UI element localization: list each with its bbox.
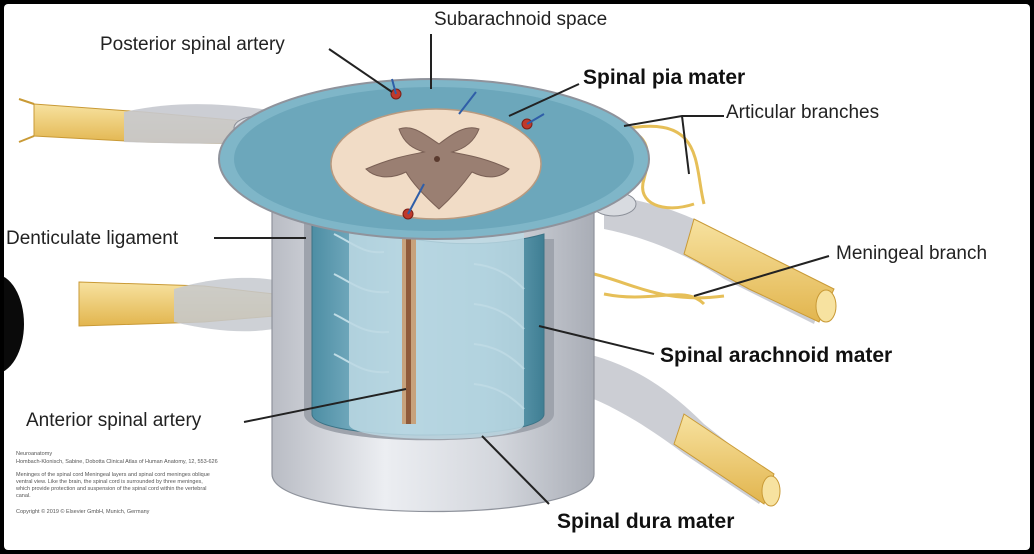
- right-lower-nerve-root: [564, 349, 781, 507]
- caption-copyright: Copyright © 2019 © Elsevier GmbH, Munich…: [16, 509, 150, 515]
- caption-line-6: canal.: [16, 493, 31, 499]
- gray-matter: [365, 127, 510, 210]
- spinal-arteries: [390, 78, 545, 220]
- caption-line-5: which provide protection and suspension …: [16, 486, 207, 492]
- left-lower-nerve-root: [78, 277, 294, 332]
- caption-line-4: ventral view. Like the brain, the spinal…: [16, 479, 203, 485]
- label-meningeal-branch: Meningeal branch: [836, 243, 988, 264]
- spinal-meninges-illustration: [18, 34, 837, 513]
- leader-lines: [214, 34, 830, 505]
- diagram-frame: Subarachnoid space Posterior spinal arte…: [4, 4, 1030, 550]
- label-articular-branches: Articular branches: [726, 102, 880, 123]
- label-spinal-pia-mater: Spinal pia mater: [583, 66, 746, 89]
- right-upper-nerve-root: [591, 191, 837, 324]
- label-spinal-arachnoid-mater: Spinal arachnoid mater: [660, 344, 893, 367]
- label-posterior-spinal-artery: Posterior spinal artery: [100, 34, 285, 55]
- caption-line-3: Meninges of the spinal cord Meningeal la…: [16, 472, 210, 478]
- caption-line-1: Neuroanatomy: [16, 451, 53, 457]
- label-subarachnoid-space: Subarachnoid space: [434, 9, 608, 30]
- dark-side-tab: [4, 274, 24, 374]
- caption-line-2: Hombach-Klonisch, Sabine, Dobotta Clinic…: [16, 459, 218, 465]
- label-anterior-spinal-artery: Anterior spinal artery: [26, 410, 202, 431]
- label-spinal-dura-mater: Spinal dura mater: [557, 510, 735, 533]
- label-denticulate-ligament: Denticulate ligament: [6, 228, 179, 249]
